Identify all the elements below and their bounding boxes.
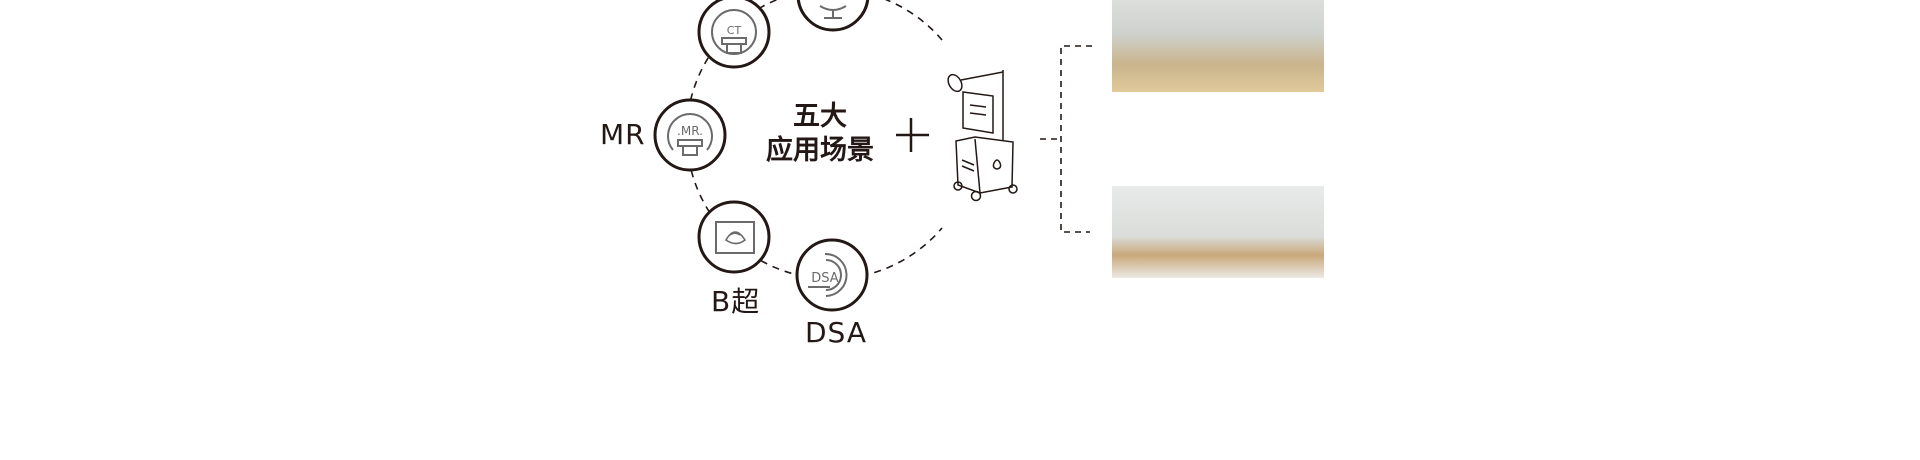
connector-bracket — [1040, 45, 1092, 233]
workstation-cart-icon — [947, 70, 1018, 202]
top-node-icon — [796, 0, 870, 32]
center-title: 五大 应用场景 — [760, 100, 880, 168]
dsa-icon-text: DSA — [811, 271, 839, 286]
mr-label: MR — [600, 118, 646, 151]
plus-icon — [896, 118, 929, 152]
center-title-line1: 五大 — [793, 101, 847, 132]
remote-consultation-photo — [1112, 0, 1324, 92]
dsa-label: DSA — [805, 316, 868, 349]
ultrasound-icon — [697, 200, 771, 274]
center-title-line2: 应用场景 — [766, 135, 874, 166]
remote-control-room-photo — [1112, 186, 1324, 278]
ct-icon-text: CT — [727, 24, 742, 37]
b-ultrasound-label: B超 — [711, 285, 761, 318]
mr-icon: .MR. — [653, 98, 727, 172]
mr-icon-text: .MR. — [677, 124, 703, 138]
ct-icon: CT — [697, 0, 771, 69]
dsa-icon: DSA — [795, 238, 869, 312]
